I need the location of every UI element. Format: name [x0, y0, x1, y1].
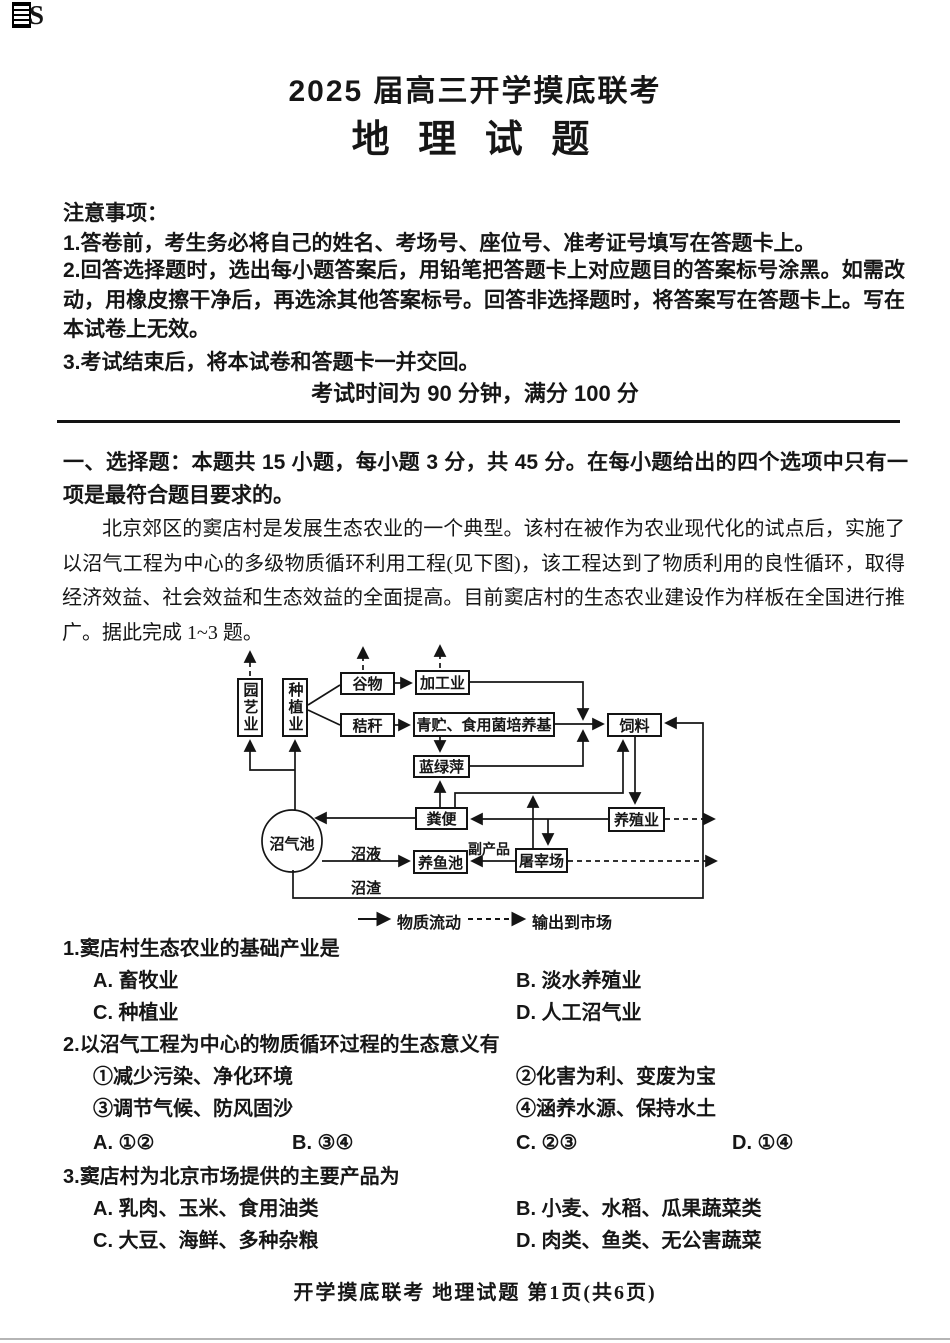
- question-2-number: 2.: [63, 1034, 80, 1056]
- node-straw: 秸秆: [340, 713, 395, 737]
- question-3: 3.窦店村为北京市场提供的主要产品为 A. 乳肉、玉米、食用油类 B. 小麦、水…: [63, 1166, 908, 1252]
- corner-watermark: S: [12, 0, 45, 30]
- stimulus-paragraph: 北京郊区的窦店村是发展生态农业的一个典型。该村在被作为农业现代化的试点后，实施了…: [62, 518, 905, 644]
- option-q2-d: D. ①④: [732, 1132, 794, 1154]
- label-byproduct: 副产品: [468, 841, 510, 857]
- question-1-options-row-1: A. 畜牧业 B. 淡水养殖业: [63, 970, 908, 992]
- watermark-letter: S: [29, 0, 45, 30]
- exam-duration-info: 考试时间为 90 分钟，满分 100 分: [311, 381, 639, 406]
- notice-item-1: 1.答卷前，考生务必将自己的姓名、考场号、座位号、准考证号填写在答题卡上。: [63, 232, 816, 255]
- node-horticulture: 园艺业: [237, 678, 263, 737]
- question-1: 1.窦店村生态农业的基础产业是 A. 畜牧业 B. 淡水养殖业 C. 种植业 D…: [63, 938, 908, 1024]
- option-q3-c: C. 大豆、海鲜、多种杂粮: [93, 1230, 319, 1252]
- node-slaughterhouse: 屠宰场: [515, 848, 568, 873]
- scan-edge-line: [0, 1338, 950, 1340]
- node-fish-pond: 养鱼池: [413, 850, 468, 874]
- label-residue: 沼渣: [351, 880, 382, 897]
- option-q3-d: D. 肉类、鱼类、无公害蔬菜: [516, 1230, 762, 1252]
- section-divider: [57, 420, 900, 423]
- statement-3: ③调节气候、防风固沙: [93, 1098, 293, 1120]
- legend-market-output: 输出到市场: [532, 915, 613, 932]
- node-processing: 加工业: [415, 670, 470, 695]
- option-q3-b: B. 小麦、水稻、瓜果蔬菜类: [516, 1198, 762, 1220]
- question-1-text: 1.窦店村生态农业的基础产业是: [63, 938, 340, 960]
- option-q2-a: A. ①②: [93, 1132, 155, 1154]
- question-2-answers-row: A. ①② B. ③④ C. ②③ D. ①④: [63, 1132, 908, 1154]
- option-q1-c: C. 种植业: [93, 1002, 179, 1024]
- node-grain: 谷物: [340, 672, 395, 695]
- node-planting: 种植业: [282, 678, 308, 737]
- node-biogas-pool: 沼气池: [269, 836, 315, 853]
- question-3-number: 3.: [63, 1166, 80, 1188]
- node-breeding: 养殖业: [608, 807, 665, 832]
- option-q1-a: A. 畜牧业: [93, 970, 179, 992]
- question-3-options-row-2: C. 大豆、海鲜、多种杂粮 D. 肉类、鱼类、无公害蔬菜: [63, 1230, 908, 1252]
- notice-heading: 注意事项：: [63, 202, 168, 225]
- ecological-agriculture-flow-diagram: 园艺业 种植业 谷物 加工业 秸秆 青贮、食用菌培养基 饲料 蓝绿萍 粪便 养殖…: [215, 643, 735, 933]
- diagram-lines: [243, 644, 718, 927]
- statement-2: ②化害为利、变废为宝: [516, 1066, 716, 1088]
- statement-1: ①减少污染、净化环境: [93, 1066, 293, 1088]
- question-2-statements-row-2: ③调节气候、防风固沙 ④涵养水源、保持水土: [63, 1098, 908, 1120]
- question-3-text: 3.窦店村为北京市场提供的主要产品为: [63, 1166, 400, 1188]
- statement-4: ④涵养水源、保持水土: [516, 1098, 716, 1120]
- subject-title: 地 理 试 题: [351, 119, 599, 161]
- option-q3-a: A. 乳肉、玉米、食用油类: [93, 1198, 319, 1220]
- notice-item-2: 2.回答选择题时，选出每小题答案后，用铅笔把答题卡上对应题目的答案标号涂黑。如需…: [63, 259, 905, 341]
- watermark-stripe-icon: [12, 2, 31, 28]
- legend-material-flow: 物质流动: [397, 915, 462, 932]
- question-1-number: 1.: [63, 938, 80, 960]
- label-slurry: 沼液: [351, 846, 382, 863]
- node-feed: 饲料: [607, 713, 662, 737]
- option-q1-d: D. 人工沼气业: [516, 1002, 642, 1024]
- question-1-options-row-2: C. 种植业 D. 人工沼气业: [63, 1002, 908, 1024]
- notice-item-3: 3.考试结束后，将本试卷和答题卡一并交回。: [63, 351, 480, 374]
- section-header: 一、选择题：本题共 15 小题，每小题 3 分，共 45 分。在每小题给出的四个…: [63, 451, 908, 507]
- option-q1-b: B. 淡水养殖业: [516, 970, 642, 992]
- page-footer: 开学摸底联考 地理试题 第1页(共6页): [293, 1282, 657, 1304]
- node-algae: 蓝绿萍: [413, 755, 470, 778]
- question-2: 2.以沼气工程为中心的物质循环过程的生态意义有 ①减少污染、净化环境 ②化害为利…: [63, 1034, 908, 1154]
- question-2-text: 2.以沼气工程为中心的物质循环过程的生态意义有: [63, 1034, 500, 1056]
- question-3-options-row-1: A. 乳肉、玉米、食用油类 B. 小麦、水稻、瓜果蔬菜类: [63, 1198, 908, 1220]
- question-2-statements-row-1: ①减少污染、净化环境 ②化害为利、变废为宝: [63, 1066, 908, 1088]
- option-q2-c: C. ②③: [516, 1132, 578, 1154]
- node-manure: 粪便: [415, 807, 468, 830]
- exam-title: 2025 届高三开学摸底联考: [288, 75, 662, 108]
- option-q2-b: B. ③④: [292, 1132, 354, 1154]
- node-silage-medium: 青贮、食用菌培养基: [413, 712, 555, 737]
